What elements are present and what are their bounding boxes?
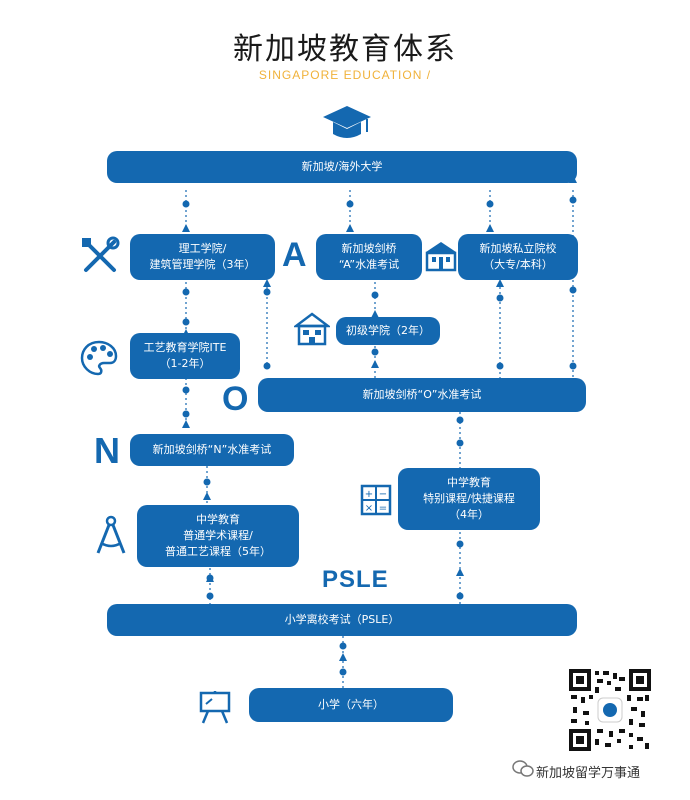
compass-icon (96, 515, 126, 554)
graduation-cap-icon (323, 106, 371, 138)
node-polytechnic-line1: 理工学院/ (178, 242, 227, 255)
node-o-level-label: 新加坡剑桥“O”水准考试 (362, 388, 482, 401)
node-primary-label: 小学（六年） (318, 698, 384, 711)
a-level-letter: A (282, 236, 307, 274)
node-junior-college-label: 初级学院（2年） (346, 324, 430, 337)
node-private-college: 新加坡私立院校 （大专/本科） (458, 234, 578, 280)
node-ite-line2: （1-2年） (159, 357, 211, 370)
node-n-level-label: 新加坡剑桥“N”水准考试 (152, 443, 272, 456)
node-junior-college: 初级学院（2年） (336, 317, 440, 345)
page-title: 新加坡教育体系 (233, 32, 457, 67)
school-building-icon (425, 242, 457, 272)
node-psle: 小学离校考试（PSLE） (107, 604, 577, 636)
svg-text:+: + (365, 489, 373, 500)
calculator-icon: + − × = (360, 484, 392, 516)
node-o-level: 新加坡剑桥“O”水准考试 (258, 378, 586, 412)
node-a-level-line1: 新加坡剑桥 (341, 242, 397, 255)
n-level-letter: N (94, 430, 120, 471)
node-polytechnic: 理工学院/ 建筑管理学院（3年） (130, 234, 275, 280)
footer-wechat-account: 新加坡留学万事通 (536, 766, 641, 781)
svg-text:×: × (365, 503, 373, 514)
node-secondary-express-line2: 特别课程/快捷课程 (423, 492, 515, 505)
node-university: 新加坡/海外大学 (107, 151, 577, 183)
node-primary: 小学（六年） (249, 688, 453, 722)
page-subtitle: SINGAPORE EDUCATION / (0, 68, 690, 82)
node-secondary-express-line3: （4年） (449, 508, 489, 521)
house-icon (294, 312, 330, 346)
qr-code (567, 667, 653, 753)
node-psle-label: 小学离校考试（PSLE） (284, 613, 400, 626)
node-university-label: 新加坡/海外大学 (301, 160, 383, 173)
node-a-level-line2: “A”水准考试 (338, 258, 400, 271)
palette-icon (80, 340, 118, 376)
node-private-college-line1: 新加坡私立院校 (479, 242, 557, 255)
svg-text:−: − (379, 489, 387, 500)
node-secondary-express: 中学教育 特别课程/快捷课程 （4年） (398, 468, 540, 530)
node-polytechnic-line2: 建筑管理学院（3年） (149, 258, 256, 271)
o-level-letter: O (222, 380, 249, 418)
node-a-level: 新加坡剑桥 “A”水准考试 (316, 234, 422, 280)
subtitle-slash: / (426, 68, 432, 82)
node-secondary-express-line1: 中学教育 (447, 476, 491, 489)
easel-icon (199, 691, 231, 724)
subtitle-text: SINGAPORE EDUCATION (258, 68, 423, 82)
tools-icon (82, 236, 120, 272)
node-secondary-normal-line2: 普通学术课程/ (183, 529, 253, 542)
node-secondary-normal-line3: 普通工艺课程（5年） (165, 545, 271, 558)
psle-label: PSLE (322, 566, 389, 593)
node-n-level: 新加坡剑桥“N”水准考试 (130, 434, 294, 466)
node-private-college-line2: （大专/本科） (483, 258, 553, 271)
svg-text:=: = (379, 503, 387, 514)
node-secondary-normal: 中学教育 普通学术课程/ 普通工艺课程（5年） (137, 505, 299, 567)
node-secondary-normal-line1: 中学教育 (196, 513, 240, 526)
node-ite: 工艺教育学院ITE （1-2年） (130, 333, 240, 379)
wechat-icon (512, 760, 534, 777)
node-ite-line1: 工艺教育学院ITE (143, 341, 227, 354)
